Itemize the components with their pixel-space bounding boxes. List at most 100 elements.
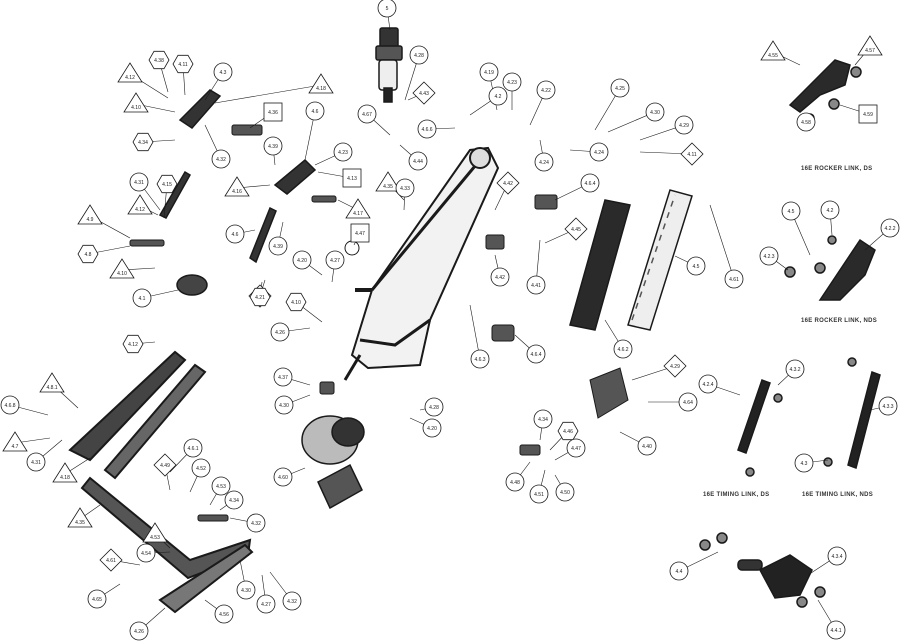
callout: 4.30 [236,580,256,600]
callout-label: 4.61 [729,277,739,283]
callout-label: 4.3.2 [789,367,800,373]
callout-circle [422,418,442,438]
callout-triangle [123,92,149,113]
callout-label: 4.34 [538,417,548,423]
callout: 4.27 [256,594,276,614]
callout: 4.55 [760,40,786,61]
callout-square [350,223,370,243]
callout-circle [613,339,633,359]
callout-circle [409,45,429,65]
callout-circle [826,620,846,640]
callout: 4.2 [820,200,840,220]
callout-label: 4.11 [687,152,697,158]
leader-line [214,84,322,104]
callout-circle [0,395,20,415]
callout: 4.10 [123,92,149,113]
callout: 4.45 [564,217,588,241]
callout-label: 4.2 [495,94,502,100]
callout: 4.6.3 [470,349,490,369]
callout-label: 4.42 [495,275,505,281]
callout-diamond [564,217,588,241]
callout-circle [645,102,665,122]
callout-label: 4.37 [278,375,288,381]
callout-circle [274,395,294,415]
callout-circle [529,484,549,504]
callout: 4.51 [529,484,549,504]
callout-label: 4.19 [484,70,494,76]
callout-triangle [52,462,78,483]
callout-diamond [680,142,704,166]
callout: 4.27 [325,250,345,270]
main-frame [343,146,500,381]
callout-label: 4.39 [273,244,283,250]
callout: 4.29 [674,115,694,135]
callout-label: 4.44 [413,159,423,165]
callout-circle [26,452,46,472]
callout-label: 4.52 [196,466,206,472]
callout-label: 4.59 [863,112,873,118]
callout-circle [273,367,293,387]
callout: 4.58 [796,112,816,132]
callout-triangle [117,62,143,83]
callout: 4.15 [156,174,178,194]
callout-label: 4.10 [291,300,301,306]
callout-triangle [2,431,28,452]
callout-triangle [39,372,65,393]
callout: 4.61 [724,269,744,289]
callout-label: 4.64 [683,400,693,406]
callout-triangle [224,176,250,197]
caption-timing-link-ds: 16E TIMING LINK, DS [703,492,770,498]
callout: 4.2.4 [698,374,718,394]
callout-label: 4.47 [571,446,581,452]
callout: 4.2.3 [759,246,779,266]
callout: 4.6.2 [613,339,633,359]
callout: 4.40 [637,436,657,456]
callout: 4.49 [153,453,177,477]
callout-hexagon [77,244,99,264]
rear-triangle-ds [68,350,254,614]
callout: 4.32 [246,513,266,533]
callout-label: 4.20 [297,258,307,264]
callout-label: 4.50 [560,490,570,496]
callout-label: 4.6.4 [584,181,595,187]
callout-label: 4.10 [131,105,141,111]
callout-label: 4.61 [106,558,116,564]
callout: 4.20 [292,250,312,270]
caption-rocker-link-ds: 16E ROCKER LINK, DS [801,166,873,172]
callout-label: 4.15 [162,182,172,188]
callout: 4.6.1 [183,438,203,458]
callout-triangle [109,258,135,279]
callout-triangle [760,40,786,61]
callout: 4.2 [488,86,508,106]
callout: 4.43 [412,81,436,105]
callout-circle [502,72,522,92]
callout-circle [610,78,630,98]
callout: 4.54 [136,543,156,563]
callout: 4.3.2 [785,359,805,379]
callout-circle [246,513,266,533]
callout-label: 4.20 [427,426,437,432]
callout-label: 4.18 [316,86,326,92]
callout-label: 4.6.4 [530,352,541,358]
callout: 4.37 [273,367,293,387]
callout-label: 4.13 [347,176,357,182]
callout-triangle [77,204,103,225]
callout-circle [211,149,231,169]
callout-circle [555,482,575,502]
callout-label: 4.34 [229,498,239,504]
callout-label: 4.31 [134,180,144,186]
callout: 4.35 [375,171,401,192]
battery [569,189,693,331]
callout-square [858,104,878,124]
callout: 4.23 [333,142,353,162]
callout: 4.6 [305,101,325,121]
callout-label: 4.18 [60,475,70,481]
callout: 4.3.3 [878,396,898,416]
callout: 4.67 [357,104,377,124]
callout-label: 4.32 [216,157,226,163]
callout-circle [785,359,805,379]
callout: 4.4.1 [826,620,846,640]
callout-label: 4.55 [768,53,778,59]
callout-label: 4.2.2 [884,226,895,232]
callout-circle [827,546,847,566]
